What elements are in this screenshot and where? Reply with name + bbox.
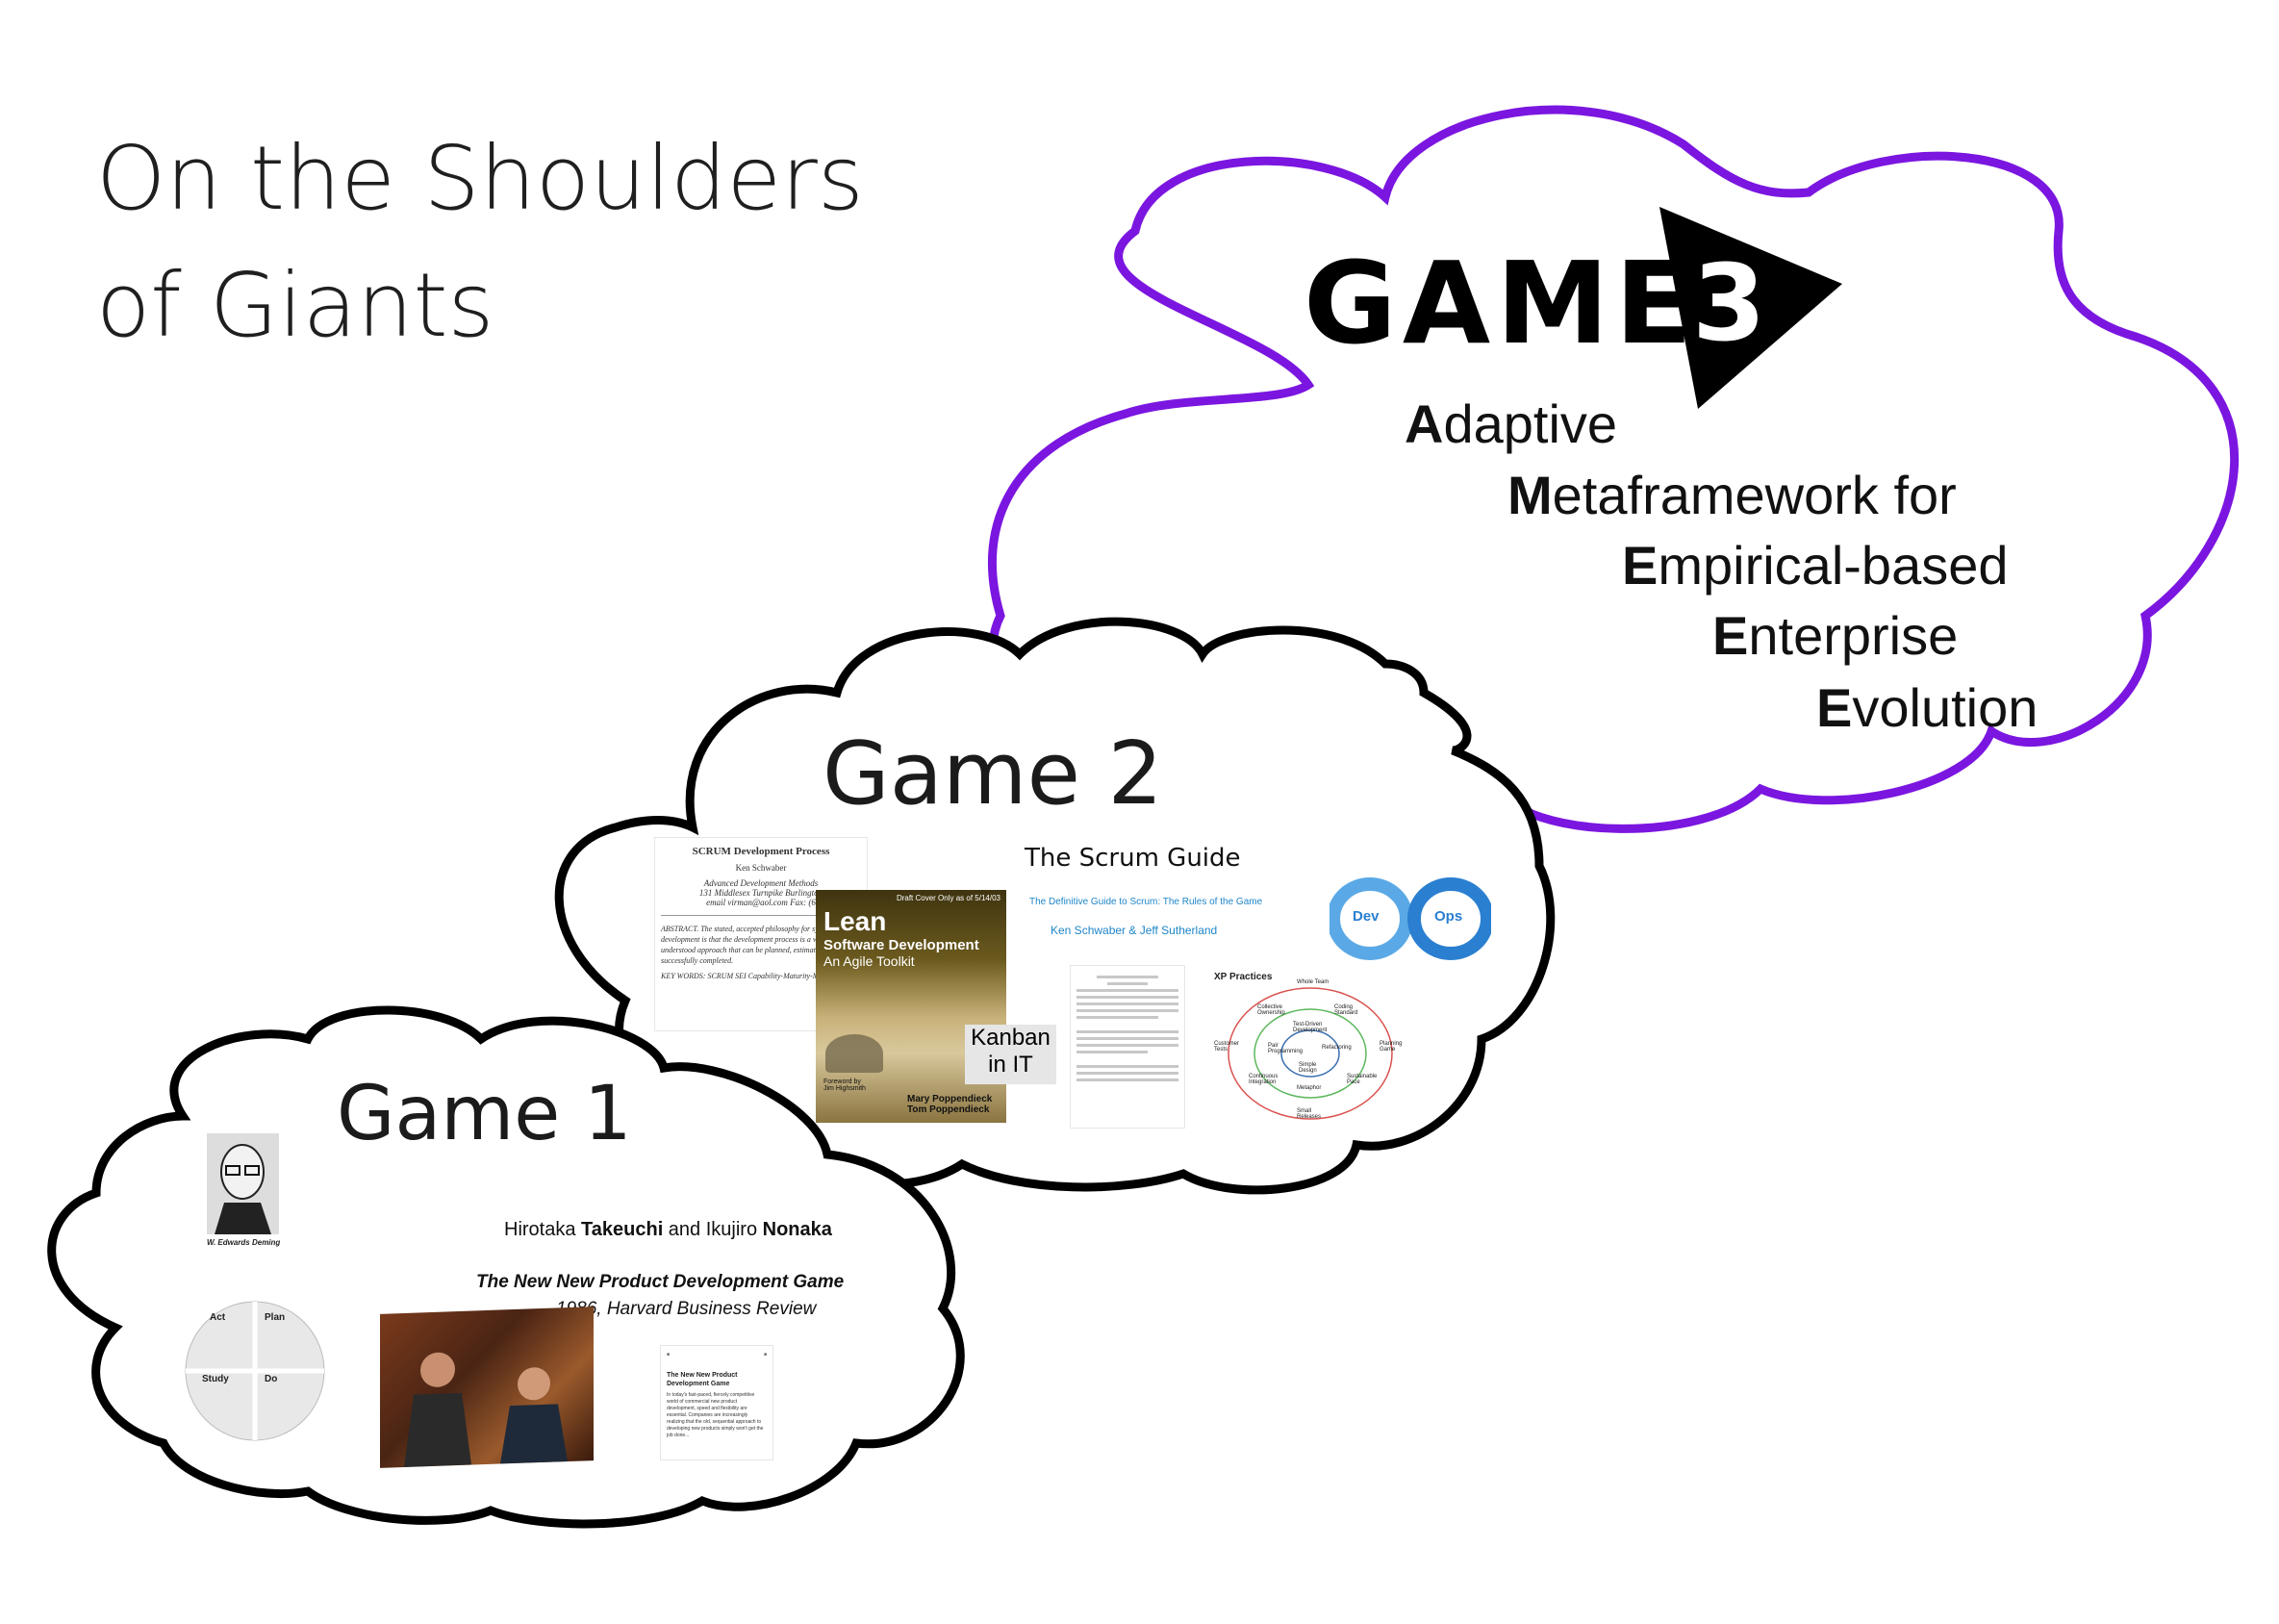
game2-label: Game 2: [823, 723, 1163, 825]
pdsa-study-label: Study: [202, 1374, 229, 1384]
game3-logo-text: GAME: [1304, 237, 1699, 369]
page-title: On the Shoulders of Giants: [96, 115, 864, 369]
scrum-paper-abstract: ABSTRACT. The stated, accepted philosoph…: [661, 925, 837, 965]
pdsa-act-label: Act: [210, 1312, 226, 1323]
devops-dev-label: Dev: [1353, 908, 1380, 925]
scrum-paper-title: SCRUM Development Process: [692, 846, 830, 857]
game1-label: Game 1: [337, 1071, 632, 1157]
pdsa-do-label: Do: [265, 1374, 278, 1384]
scrum-paper-address: 131 Middlesex Turnpike Burlington: [698, 888, 823, 898]
pdsa-circle: [185, 1301, 325, 1441]
scrum-guide-title: The Scrum Guide: [1025, 844, 1241, 873]
takeuchi-nonaka-photo: [380, 1307, 594, 1468]
article-title: The New New Product Development Game: [476, 1272, 845, 1292]
pdsa-plan-label: Plan: [265, 1312, 286, 1323]
photo-figures: [404, 1352, 568, 1468]
lean-book-subtitle-2: An Agile Toolkit: [823, 953, 915, 969]
game3-logo-triangle: [1659, 207, 1842, 409]
xp-node-continuous-integration: Continuous Integration: [1249, 1074, 1279, 1085]
game3-logo: GAME 3: [1304, 207, 1842, 409]
devops-ops-label: Ops: [1434, 908, 1463, 925]
devops-infinity-icon: [1329, 877, 1491, 960]
kanban-in-it-cover: Kanban in IT: [965, 1025, 1056, 1084]
lean-book-photo: [825, 1034, 883, 1073]
scrum-paper-author: Ken Schwaber: [735, 863, 787, 873]
article-authors: Hirotaka Takeuchi and Ikujiro Nonaka: [504, 1219, 832, 1240]
lean-book-title: Lean: [823, 906, 887, 936]
article-source: 1986, Harvard Business Review: [556, 1299, 817, 1319]
scrum-paper-affiliation: Advanced Development Methods: [703, 878, 819, 888]
deming-caption: W. Edwards Deming: [207, 1238, 281, 1247]
hbr-card-heading: The New New Product Development Game: [667, 1372, 738, 1387]
xp-practices-diagram: XP Practices Whole Team Collective Owner…: [1214, 972, 1406, 1130]
acronym-line-enterprise: Enterprise: [1712, 605, 1959, 666]
scrum-paper-thumbnail: [1070, 965, 1185, 1129]
lean-book-foreword: Foreword by Jim Highsmith: [823, 1078, 866, 1092]
deming-portrait-drawing: [207, 1133, 279, 1234]
deming-portrait: W. Edwards Deming: [207, 1133, 281, 1249]
lean-book-authors: Mary Poppendieck Tom Poppendieck: [907, 1094, 993, 1115]
xp-node-coding-standard: Coding Standard: [1334, 1004, 1358, 1016]
title-line-1: On the Shoulders: [96, 127, 864, 230]
xp-node-sustainable-pace: Sustainable Pace: [1347, 1074, 1378, 1085]
xp-node-refactoring: Refactoring: [1322, 1045, 1352, 1051]
acronym-line-adaptive: Adaptive: [1405, 393, 1618, 454]
xp-rings: [1228, 987, 1393, 1120]
xp-title: XP Practices: [1214, 972, 1273, 982]
scrum-paper-keywords: KEY WORDS: SCRUM SEI Capability-Maturity…: [661, 972, 833, 980]
xp-node-customer-tests: Customer Tests: [1214, 1041, 1240, 1053]
hbr-card-header: ■■: [667, 1352, 767, 1358]
lean-book-cover: Draft Cover Only as of 5/14/03 Lean Soft…: [816, 890, 1006, 1123]
acronym-line-metaframework: Metaframework for: [1507, 465, 1957, 525]
lean-book-banner: Draft Cover Only as of 5/14/03: [896, 894, 1000, 902]
xp-node-simple-design: Simple Design: [1299, 1062, 1317, 1074]
hbr-article-card: ■■ The New New Product Development Game …: [660, 1345, 773, 1460]
author-nonaka: Nonaka: [762, 1219, 832, 1240]
xp-node-metaphor: Metaphor: [1297, 1085, 1322, 1091]
game3-logo-number: 3: [1692, 241, 1766, 365]
xp-node-planning-game: Planning Game: [1380, 1041, 1403, 1053]
xp-node-collective-ownership: Collective Ownership: [1257, 1004, 1285, 1016]
pdsa-cycle-diagram: Act Plan Study Do: [173, 1299, 337, 1443]
scrum-paper-email: email virman@aol.com Fax: (6: [706, 898, 816, 907]
scrum-guide-subtitle: The Definitive Guide to Scrum: The Rules…: [1029, 897, 1263, 907]
title-line-2: of Giants: [96, 254, 494, 357]
acronym-line-empirical: Empirical-based: [1622, 535, 2009, 596]
author-takeuchi: Takeuchi: [581, 1219, 664, 1240]
acronym-line-evolution: Evolution: [1816, 677, 2038, 738]
xp-node-pair-programming: Pair Programming: [1268, 1043, 1304, 1054]
xp-node-small-releases: Small Releases: [1297, 1108, 1322, 1120]
lean-book-subtitle-1: Software Development: [823, 937, 979, 953]
scrum-guide-authors: Ken Schwaber & Jeff Sutherland: [1051, 924, 1218, 937]
xp-node-whole-team: Whole Team: [1297, 979, 1329, 985]
hbr-card-body: In today's fast-paced, fiercely competit…: [667, 1392, 764, 1438]
xp-node-tdd: Test-Driven Development: [1293, 1022, 1328, 1033]
